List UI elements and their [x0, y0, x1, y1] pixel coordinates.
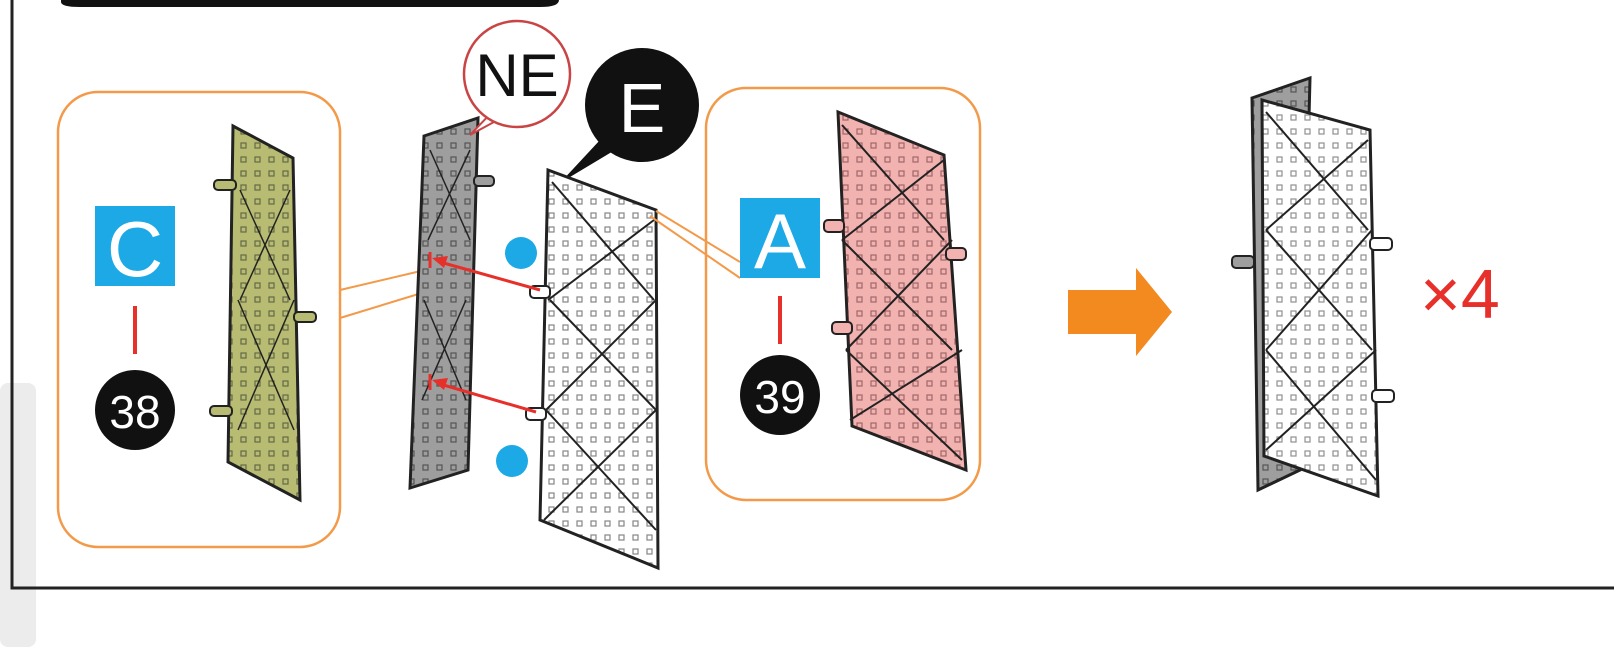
- part-letter-badge-a: [740, 198, 820, 278]
- olive-panel-c: [209, 123, 317, 503]
- part-number-38: 38: [109, 386, 160, 438]
- step-header-pill: [61, 0, 559, 7]
- e-callout-tail: [560, 140, 615, 183]
- pink-panel-a: [823, 109, 968, 473]
- left-leader-line: [339, 269, 426, 291]
- part-letter-c: C: [107, 205, 163, 293]
- left-leader-line: [339, 291, 426, 319]
- right-leader-line: [655, 210, 741, 263]
- part-letter-a: A: [754, 197, 806, 285]
- result-arrow: [1068, 268, 1172, 356]
- assembled-panel: [1231, 75, 1395, 499]
- part-number-39: 39: [754, 371, 805, 423]
- insert-arrow-lower: [428, 374, 537, 414]
- part-number-badge-38: [95, 370, 175, 450]
- alignment-dot-upper: [505, 237, 537, 269]
- white-panel: [525, 167, 660, 571]
- gray-panel: [408, 115, 495, 491]
- insert-arrow-upper: [428, 252, 541, 292]
- step-frame: [10, 0, 1614, 590]
- quantity-multiplier: ×4: [1420, 255, 1500, 333]
- right-leader-line: [649, 215, 741, 279]
- ne-callout-bubble: [462, 19, 572, 129]
- part-letter-badge-c: [95, 206, 175, 286]
- e-callout-bubble: [585, 48, 699, 162]
- e-callout-text: E: [619, 69, 666, 147]
- ne-callout-text: NE: [475, 42, 558, 109]
- alignment-dot-lower: [496, 445, 528, 477]
- part-number-badge-39: [740, 355, 820, 435]
- side-strip: [0, 383, 36, 647]
